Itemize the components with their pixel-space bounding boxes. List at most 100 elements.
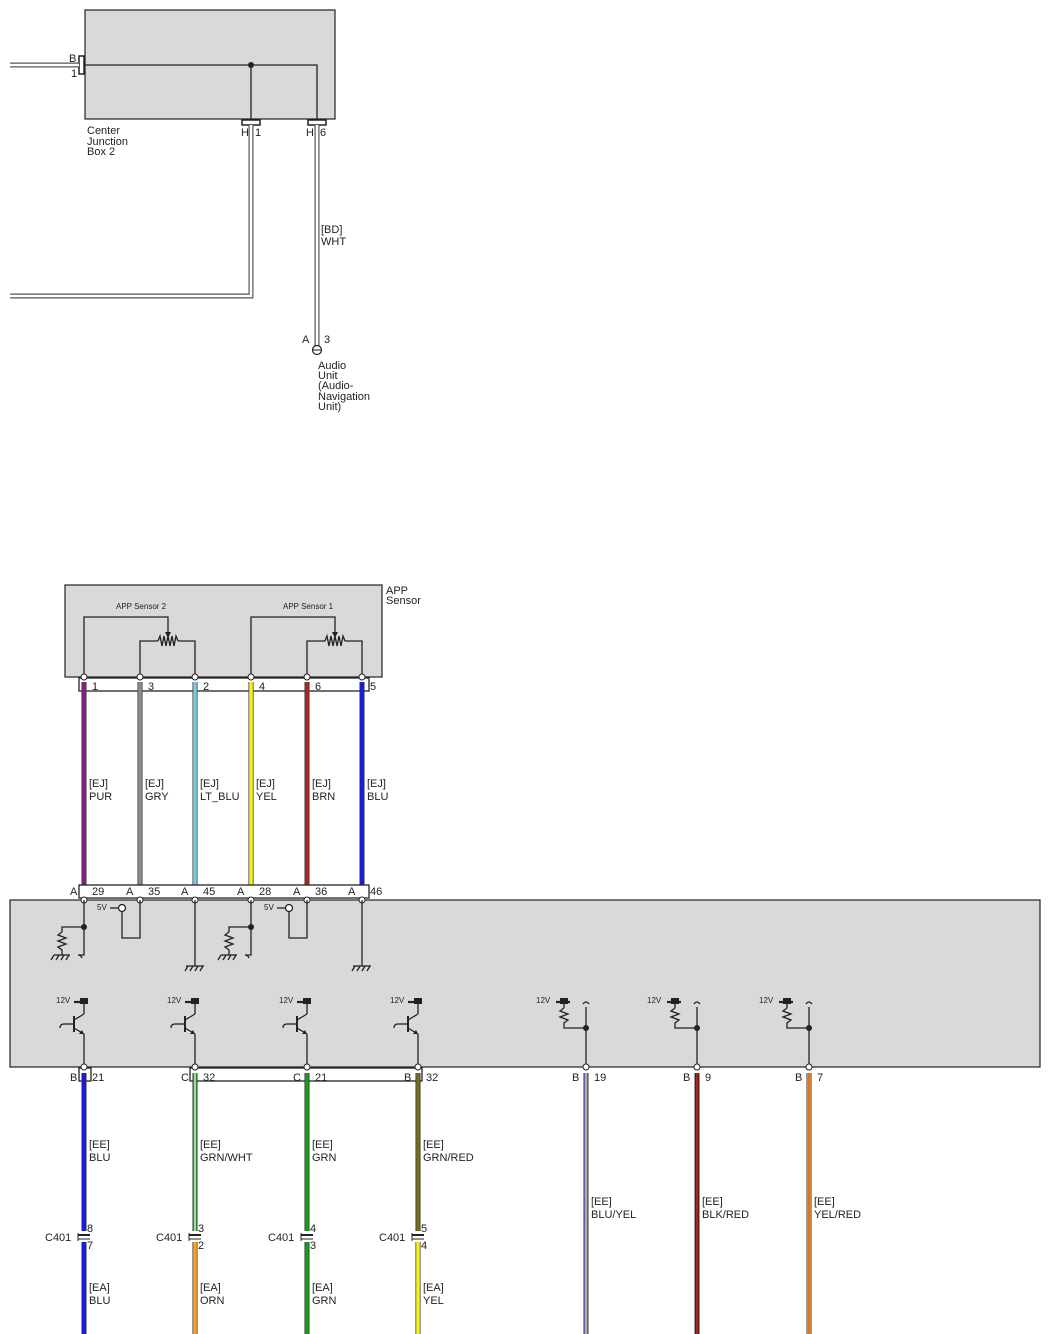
ee-wire-color-0: BLU xyxy=(89,1152,110,1164)
ee-wire-color-6: YEL/RED xyxy=(814,1209,861,1221)
junction-box-label-2: Junction xyxy=(87,136,128,148)
c401-label-2: C401 xyxy=(268,1232,294,1244)
c401-bottom-pin-1: 2 xyxy=(198,1240,204,1252)
c401-bottom-pin-0: 7 xyxy=(87,1240,93,1252)
ecm-top-pin-label-35: 35 xyxy=(148,886,160,898)
transistor-driver-icon: 12V xyxy=(390,996,422,1067)
supply-12v-label-2: 12V xyxy=(279,996,294,1005)
audio-label-1: Audio xyxy=(318,360,346,372)
ecm-top-pin-label-36: 36 xyxy=(315,886,327,898)
ecm-top-pin-label-29: 29 xyxy=(92,886,104,898)
ea-wire-color-1: ORN xyxy=(200,1295,225,1307)
left-conn-pin: 1 xyxy=(71,68,77,80)
pin-h6-letter: H xyxy=(306,127,314,139)
ea-wire-color-2: GRN xyxy=(312,1295,337,1307)
ecm-bottom-letter-3: B xyxy=(404,1072,411,1084)
ecm-bottom-pin-21 xyxy=(80,1063,88,1071)
pin-h6-number: 6 xyxy=(320,127,326,139)
ecm-bottom-pin-label-0: 21 xyxy=(92,1072,104,1084)
ecm-bottom-letter-2: C xyxy=(293,1072,301,1084)
junction-box-label-1: Center xyxy=(87,125,120,137)
c401-label-0: C401 xyxy=(45,1232,71,1244)
ee-wire-color-1: GRN/WHT xyxy=(200,1152,253,1164)
ecm-top-letter-0: A xyxy=(70,886,78,898)
left-conn-letter: B xyxy=(69,53,76,65)
five-volt-label: 5V xyxy=(97,903,107,912)
ecm-bottom-pin-label-2: 21 xyxy=(315,1072,327,1084)
ea-wire-code-2: [EA] xyxy=(312,1282,333,1294)
app-wire-color-1: GRY xyxy=(145,791,169,803)
ee-wire-code-5: [EE] xyxy=(702,1196,723,1208)
app-connector-strip xyxy=(78,677,370,692)
ecm-top-letter-1: A xyxy=(126,886,134,898)
app-pin-label-4: 4 xyxy=(259,681,265,693)
c401-bottom-pin-3: 4 xyxy=(421,1240,427,1252)
center-junction-box-section: B 1 H 1 H 6 Center Junction Box 2 [BD] W… xyxy=(10,9,370,413)
ea-wire-code-0: [EA] xyxy=(89,1282,110,1294)
app-wire-code-4: [EJ] xyxy=(312,778,331,790)
c401-top-pin-0: 8 xyxy=(87,1223,93,1235)
junction-box-label-3: Box 2 xyxy=(87,146,115,158)
app-sensor-1-label: APP Sensor 1 xyxy=(283,602,334,611)
audio-label-3: (Audio- xyxy=(318,380,354,392)
audio-label-2: Unit xyxy=(318,370,338,382)
pin-h1-number: 1 xyxy=(255,127,261,139)
app-wires: [EJ]PUR[EJ]GRY[EJ]LT_BLU[EJ]YEL[EJ]BRN[E… xyxy=(81,682,388,898)
ee-wire-code-1: [EE] xyxy=(200,1139,221,1151)
splice-dot xyxy=(248,62,254,68)
ee-wire-code-0: [EE] xyxy=(89,1139,110,1151)
transistor-driver-icon: 12V xyxy=(56,996,88,1067)
ecm-top-pin-label-45: 45 xyxy=(203,886,215,898)
ecm-box xyxy=(9,899,1041,1068)
audio-conn-letter: A xyxy=(302,334,310,346)
pullup-driver-icon: 12V xyxy=(536,996,590,1067)
ee-wire-code-3: [EE] xyxy=(423,1139,444,1151)
ee-wire-code-2: [EE] xyxy=(312,1139,333,1151)
c401-label-1: C401 xyxy=(156,1232,182,1244)
app-wire-code-3: [EJ] xyxy=(256,778,275,790)
ee-wire-color-4: BLU/YEL xyxy=(591,1209,636,1221)
supply-12v-label-3: 12V xyxy=(390,996,405,1005)
ecm-bottom-letter-0: B xyxy=(70,1072,77,1084)
app-pin-5 xyxy=(358,673,366,681)
transistor-driver-icon: 12V xyxy=(167,996,199,1067)
left-connector xyxy=(78,55,85,75)
pullup-driver-icon: 12V xyxy=(759,996,813,1067)
ecm-bottom-letter-1: C xyxy=(181,1072,189,1084)
c401-bottom-pin-2: 3 xyxy=(310,1240,316,1252)
ee-wire-color-5: BLK/RED xyxy=(702,1209,749,1221)
supply-12v-label-6: 12V xyxy=(759,996,774,1005)
ecm-bottom-pin-label-1: 32 xyxy=(203,1072,215,1084)
c401-connector: C401 8 7 xyxy=(45,1223,93,1252)
app-pin-6 xyxy=(303,673,311,681)
ea-wire-code-3: [EA] xyxy=(423,1282,444,1294)
c401-top-pin-1: 3 xyxy=(198,1223,204,1235)
pin-h1-letter: H xyxy=(241,127,249,139)
ecm-bottom-pin-9 xyxy=(693,1063,701,1071)
c401-top-pin-3: 5 xyxy=(421,1223,427,1235)
ea-wire-color-3: YEL xyxy=(423,1295,444,1307)
supply-12v-label-4: 12V xyxy=(536,996,551,1005)
pulldown-resistor-icon xyxy=(56,931,68,955)
audio-conn-pin: 3 xyxy=(324,334,330,346)
ecm-bottom-pin-label-6: 7 xyxy=(817,1072,823,1084)
bd-wire-code: [BD] xyxy=(321,224,342,236)
app-sensor-2-label: APP Sensor 2 xyxy=(116,602,167,611)
supply-12v-label-1: 12V xyxy=(167,996,182,1005)
app-pin-3 xyxy=(136,673,144,681)
ecm-bottom-pin-32 xyxy=(414,1063,422,1071)
transistor-driver-icon: 12V xyxy=(279,996,311,1067)
ee-wire-code-4: [EE] xyxy=(591,1196,612,1208)
ecm-bottom-pin-19 xyxy=(582,1063,590,1071)
ecm-bottom-pin-32 xyxy=(191,1063,199,1071)
app-sensor-label-2: Sensor xyxy=(386,595,421,607)
app-wire-code-0: [EJ] xyxy=(89,778,108,790)
app-pin-4 xyxy=(247,673,255,681)
conn-h1 xyxy=(241,119,261,126)
ecm-bottom-letter-4: B xyxy=(572,1072,579,1084)
ecm-bottom-pin-label-4: 19 xyxy=(594,1072,606,1084)
ecm-bottom-letter-6: B xyxy=(795,1072,802,1084)
app-wire-color-2: LT_BLU xyxy=(200,791,240,803)
ecm-top-letter-5: A xyxy=(348,886,356,898)
